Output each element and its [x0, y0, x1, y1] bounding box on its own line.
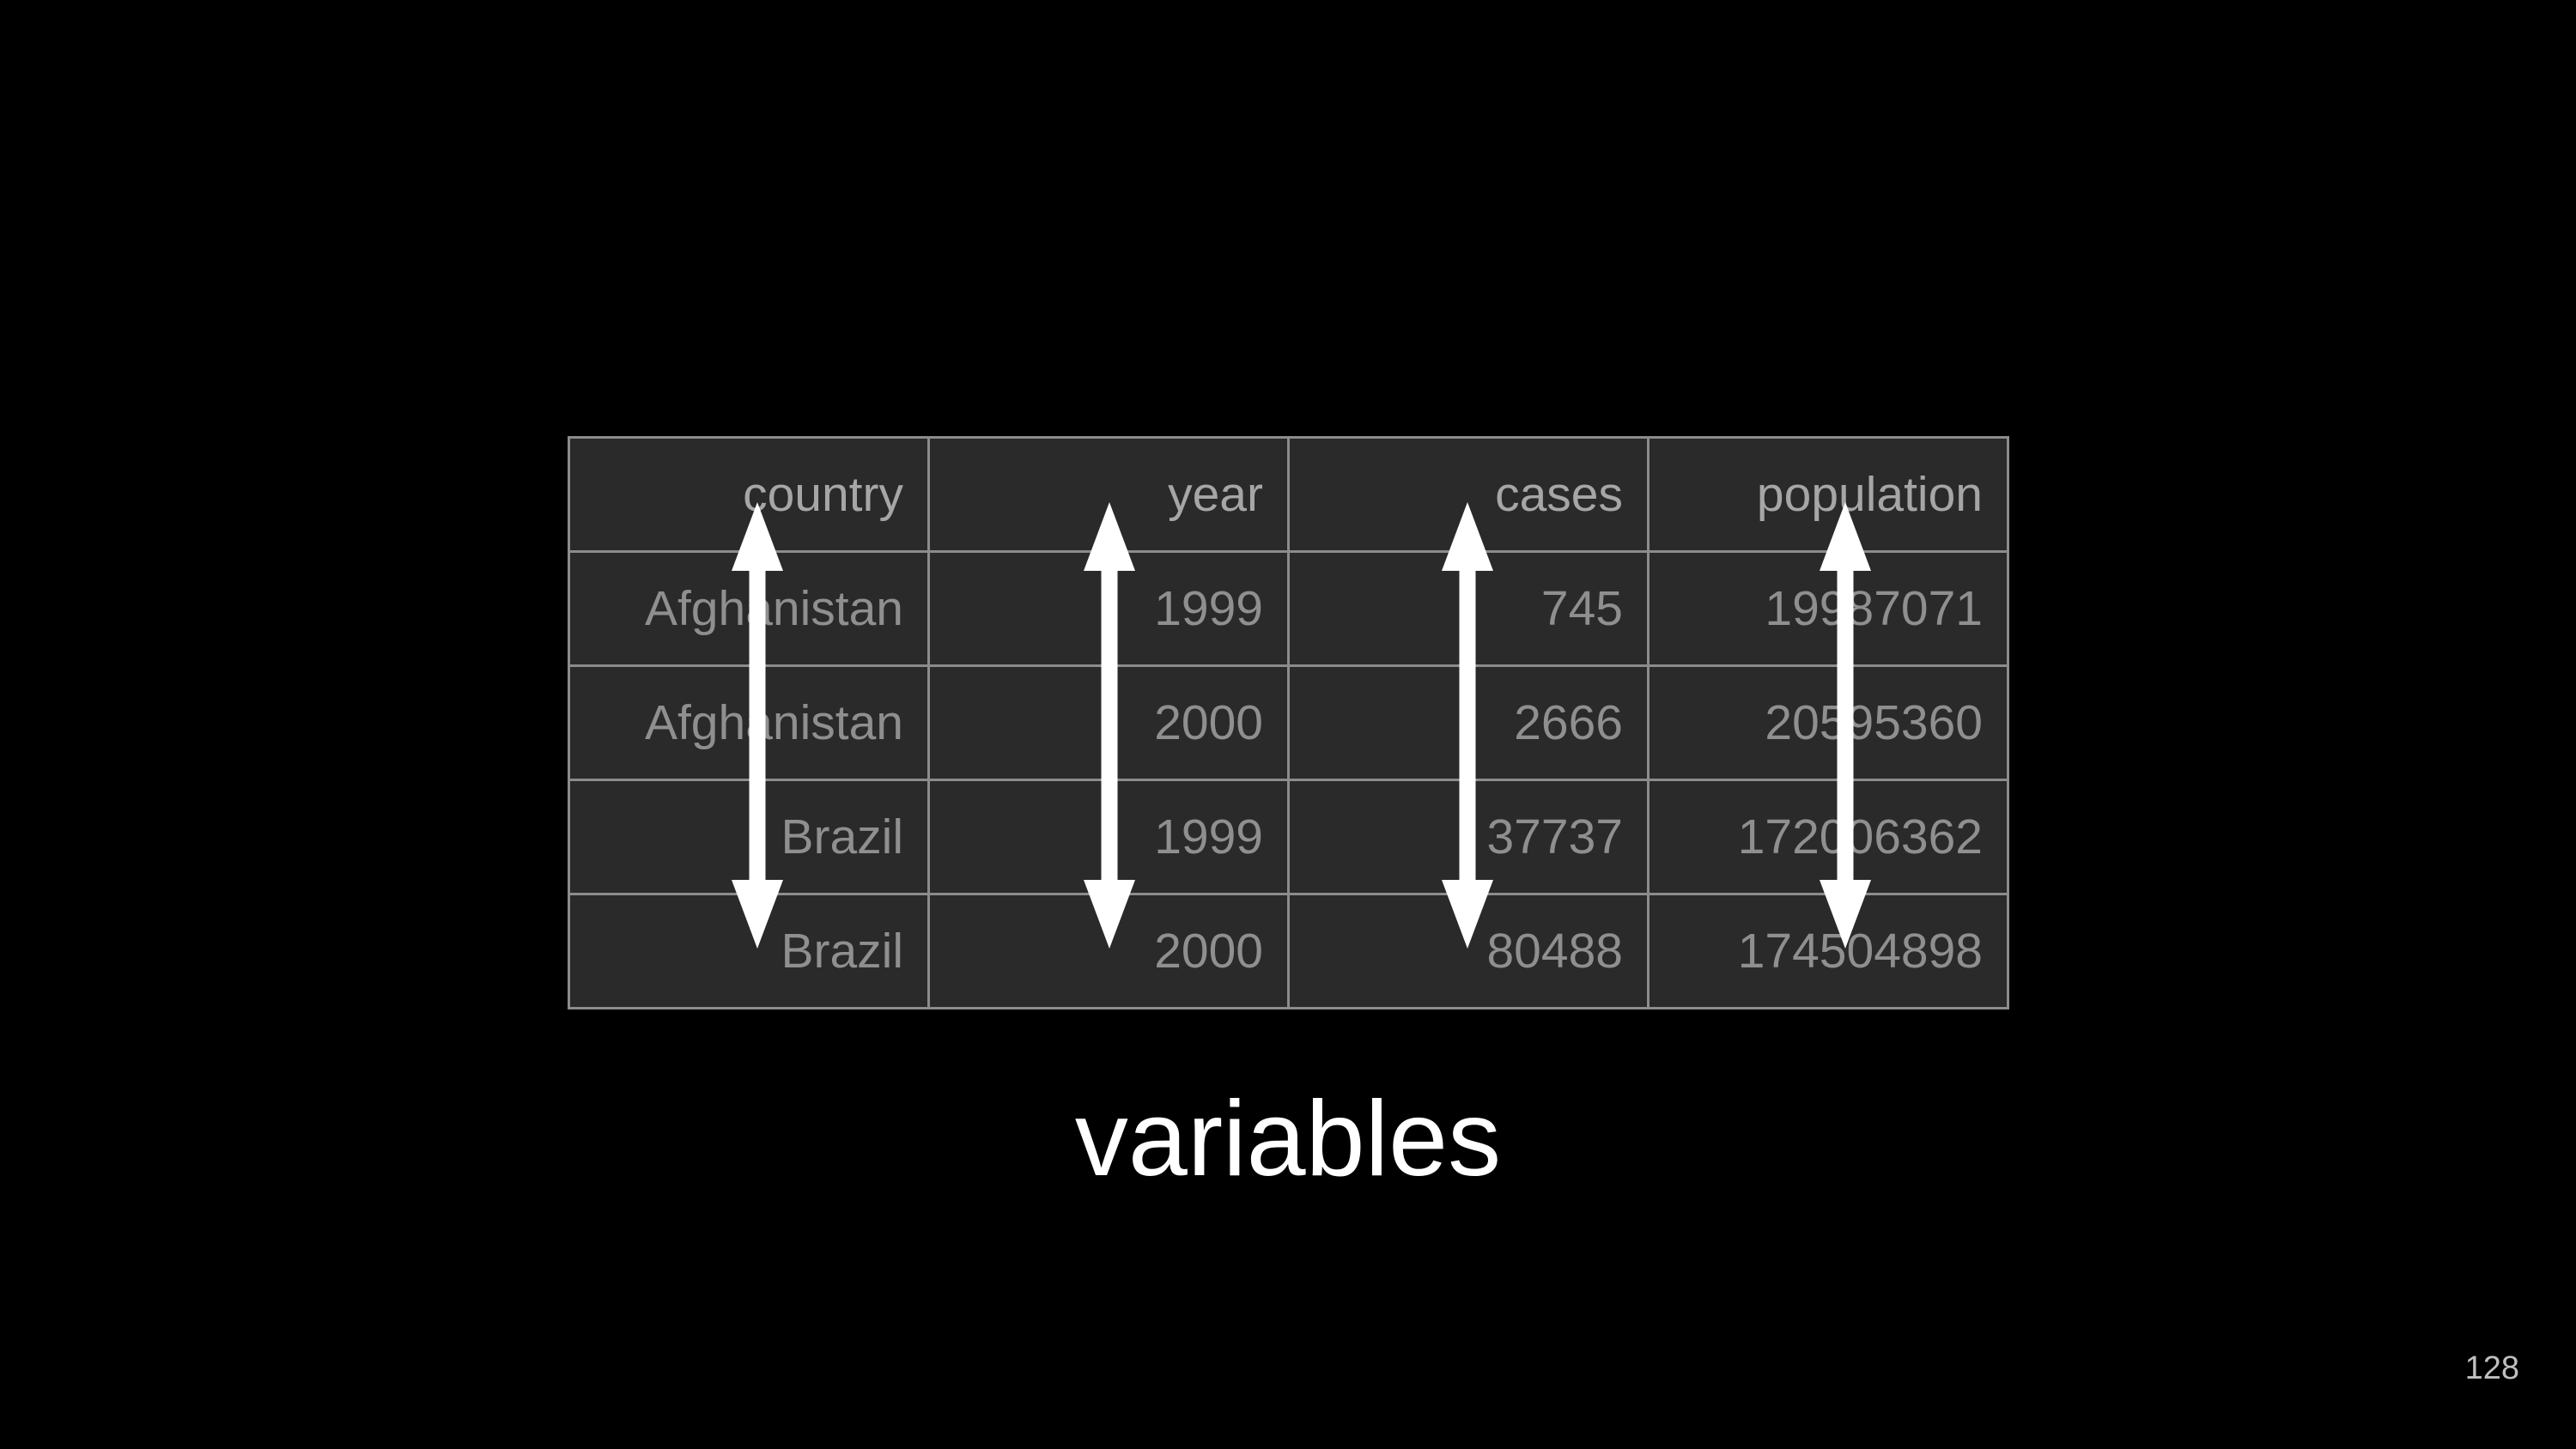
- table-cell: 37737: [1287, 779, 1649, 895]
- table-row: Brazil 2000 80488 174504898: [568, 893, 2009, 1009]
- table-cell: Afghanistan: [568, 550, 930, 667]
- table-header-row: country year cases population: [568, 436, 2009, 553]
- table-cell: 19987071: [1647, 550, 2009, 667]
- table-cell: 80488: [1287, 893, 1649, 1009]
- column-header-population: population: [1647, 436, 2009, 553]
- table-cell: Afghanistan: [568, 664, 930, 781]
- table-cell: 1999: [927, 550, 1290, 667]
- column-header-cases: cases: [1287, 436, 1649, 553]
- column-header-country: country: [568, 436, 930, 553]
- table-row: Brazil 1999 37737 172006362: [568, 779, 2009, 895]
- table-cell: 2666: [1287, 664, 1649, 781]
- table-cell: 745: [1287, 550, 1649, 667]
- table-cell: 2000: [927, 893, 1290, 1009]
- table-cell: 172006362: [1647, 779, 2009, 895]
- table-row: Afghanistan 2000 2666 20595360: [568, 664, 2009, 781]
- table-cell: Brazil: [568, 779, 930, 895]
- column-header-year: year: [927, 436, 1290, 553]
- page-number: 128: [2464, 1350, 2519, 1386]
- table-row: Afghanistan 1999 745 19987071: [568, 550, 2009, 667]
- table-cell: 174504898: [1647, 893, 2009, 1009]
- table-cell: 1999: [927, 779, 1290, 895]
- table-cell: Brazil: [568, 893, 930, 1009]
- data-table: country year cases population Afghanista…: [568, 436, 2009, 1009]
- table-cell: 20595360: [1647, 664, 2009, 781]
- table-cell: 2000: [927, 664, 1290, 781]
- slide-caption: variables: [1074, 1080, 1502, 1198]
